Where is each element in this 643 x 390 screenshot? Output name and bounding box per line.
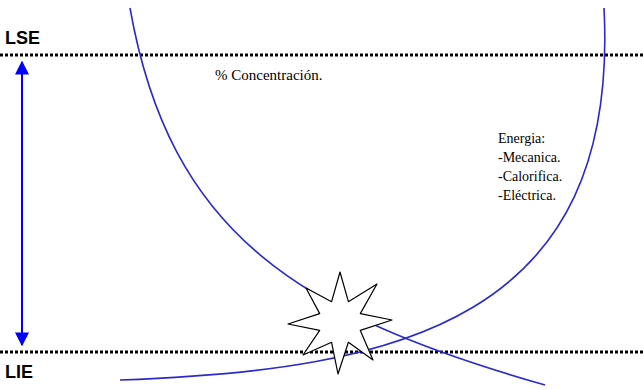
rising-curve: [120, 8, 605, 380]
axis-label: % Concentración.: [214, 67, 323, 84]
falling-curve: [130, 8, 545, 385]
upper-limit-line: [0, 54, 643, 57]
energy-item: -Eléctrica.: [497, 188, 557, 204]
energy-heading: Energia:: [497, 131, 546, 147]
upper-limit-label: LSE: [4, 28, 41, 49]
ignition-star: [288, 272, 392, 374]
range-arrow: [21, 62, 23, 345]
lower-limit-label: LIE: [4, 362, 34, 383]
energy-item: -Mecanica.: [497, 150, 562, 166]
energy-item: -Calorifica.: [497, 169, 563, 185]
lower-limit-line: [0, 351, 643, 354]
